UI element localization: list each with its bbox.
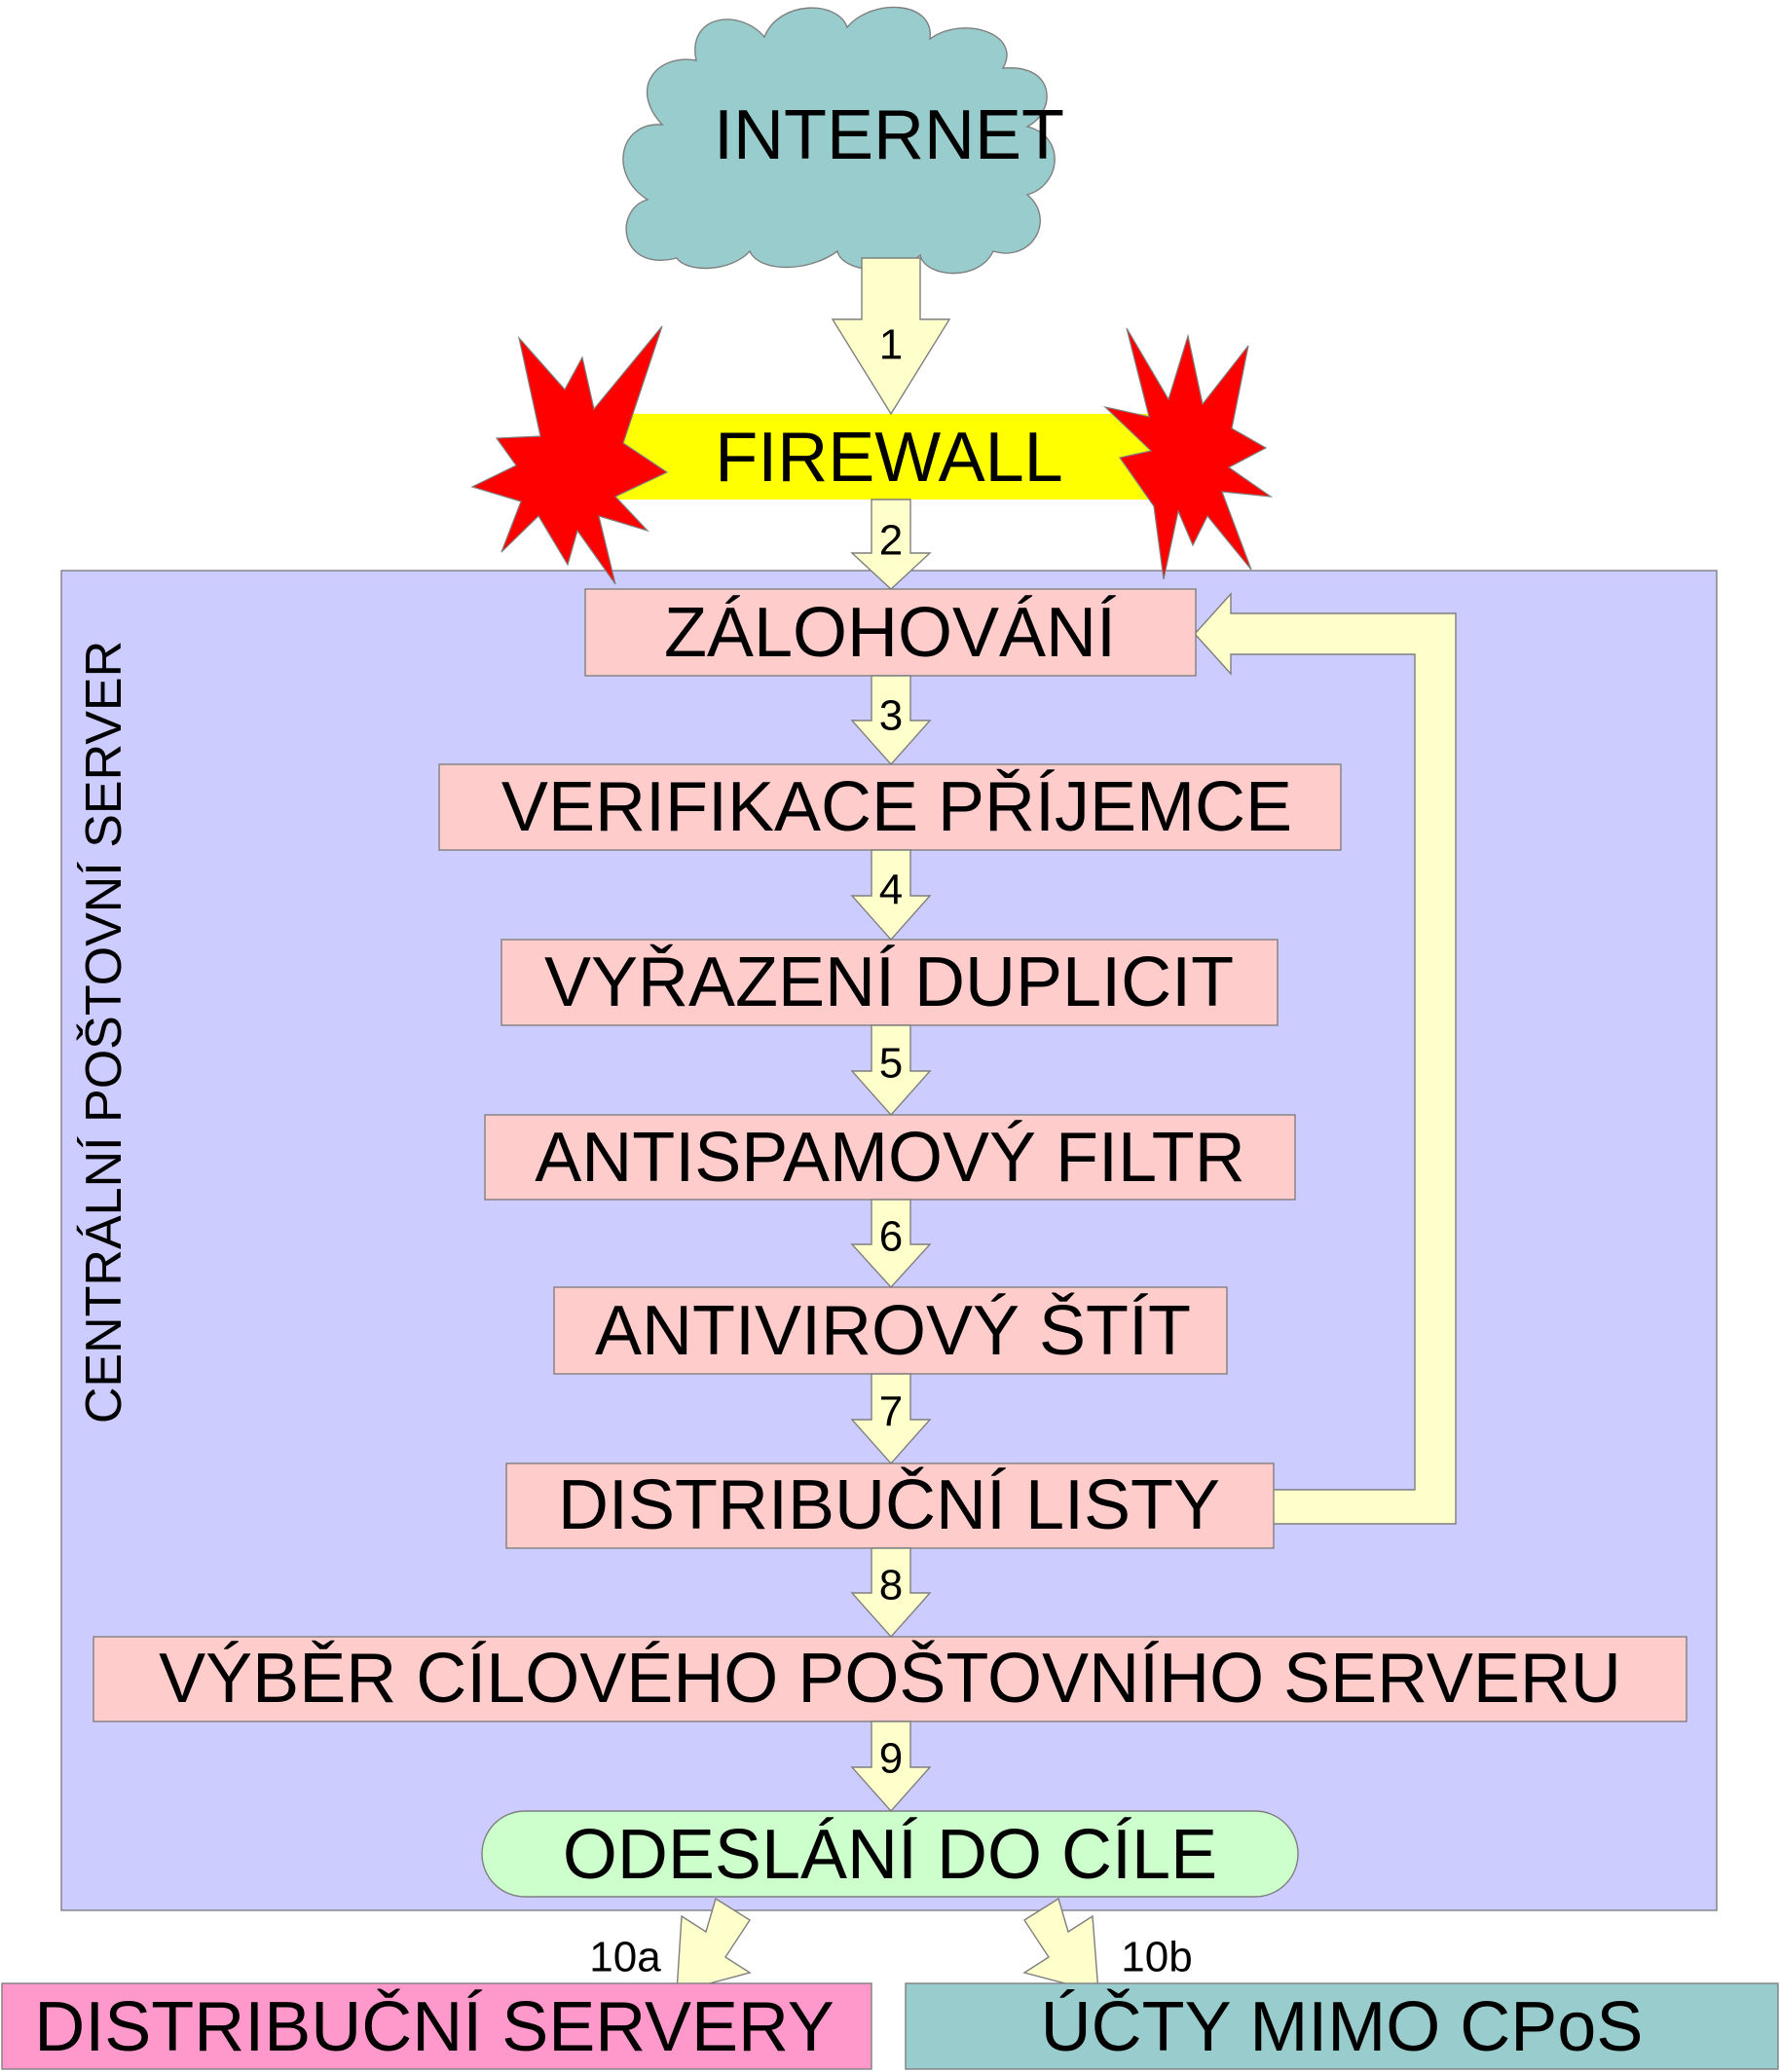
arrow-label-2: 2	[879, 517, 903, 565]
arrow-label-6: 6	[879, 1213, 903, 1261]
step-box-backup	[584, 588, 1197, 677]
step-label-recipient-verification: VERIFIKACE PŘÍJEMCE	[501, 768, 1292, 846]
step-box-target-server-selection	[93, 1636, 1687, 1722]
arrow-10a	[676, 1897, 752, 1993]
arrow-7	[850, 1373, 932, 1465]
arrow-label-10b: 10b	[1121, 1934, 1192, 1981]
firewall-label: FIREWALL	[715, 419, 1062, 497]
arrow-label-8: 8	[879, 1562, 903, 1610]
arrow-5	[850, 1024, 932, 1117]
feedback-arrow	[1194, 592, 1457, 1525]
final-step-label: ODESLÁNÍ DO CÍLE	[563, 1816, 1217, 1894]
output-box-external-accounts	[905, 1982, 1779, 2070]
arrow-9	[850, 1720, 932, 1813]
arrow-label-7: 7	[879, 1388, 903, 1436]
arrow-label-9: 9	[879, 1735, 903, 1783]
arrow-6	[850, 1199, 932, 1289]
arrow-label-1: 1	[879, 321, 903, 369]
arrow-1	[831, 257, 951, 416]
output-label-distribution-servers: DISTRIBUČNÍ SERVERY	[34, 1988, 834, 2066]
firewall-bar	[582, 414, 1184, 500]
arrow-4	[850, 849, 932, 942]
explosion-right	[1103, 327, 1274, 580]
step-box-antivirus	[553, 1286, 1228, 1375]
step-label-duplicate-removal: VYŘAZENÍ DUPLICIT	[544, 944, 1234, 1021]
arrow-3	[850, 675, 932, 766]
explosion-left	[470, 325, 669, 585]
step-box-distribution-lists	[505, 1462, 1275, 1549]
final-step-pill	[481, 1810, 1299, 1898]
step-label-target-server-selection: VÝBĚR CÍLOVÉHO POŠTOVNÍHO SERVERU	[159, 1640, 1621, 1718]
step-label-antispam: ANTISPAMOVÝ FILTR	[535, 1119, 1244, 1197]
arrow-label-10a: 10a	[589, 1934, 661, 1981]
arrow-8	[850, 1547, 932, 1639]
arrow-label-5: 5	[879, 1040, 903, 1088]
arrow-2	[850, 499, 932, 590]
step-label-distribution-lists: DISTRIBUČNÍ LISTY	[558, 1466, 1220, 1544]
internet-label: INTERNET	[714, 96, 1064, 174]
arrow-label-4: 4	[879, 867, 903, 914]
output-box-distribution-servers	[1, 1982, 872, 2070]
output-label-external-accounts: ÚČTY MIMO CPoS	[1041, 1988, 1644, 2066]
step-label-backup: ZÁLOHOVÁNÍ	[664, 594, 1116, 672]
server-title: CENTRÁLNÍ POŠTOVNÍ SERVER	[76, 641, 132, 1424]
step-box-antispam	[484, 1114, 1296, 1201]
step-box-recipient-verification	[438, 763, 1342, 851]
arrow-label-3: 3	[879, 692, 903, 740]
step-box-duplicate-removal	[501, 939, 1279, 1026]
step-label-antivirus: ANTIVIROVÝ ŠTÍT	[595, 1292, 1191, 1370]
arrow-10b	[1022, 1897, 1099, 1993]
